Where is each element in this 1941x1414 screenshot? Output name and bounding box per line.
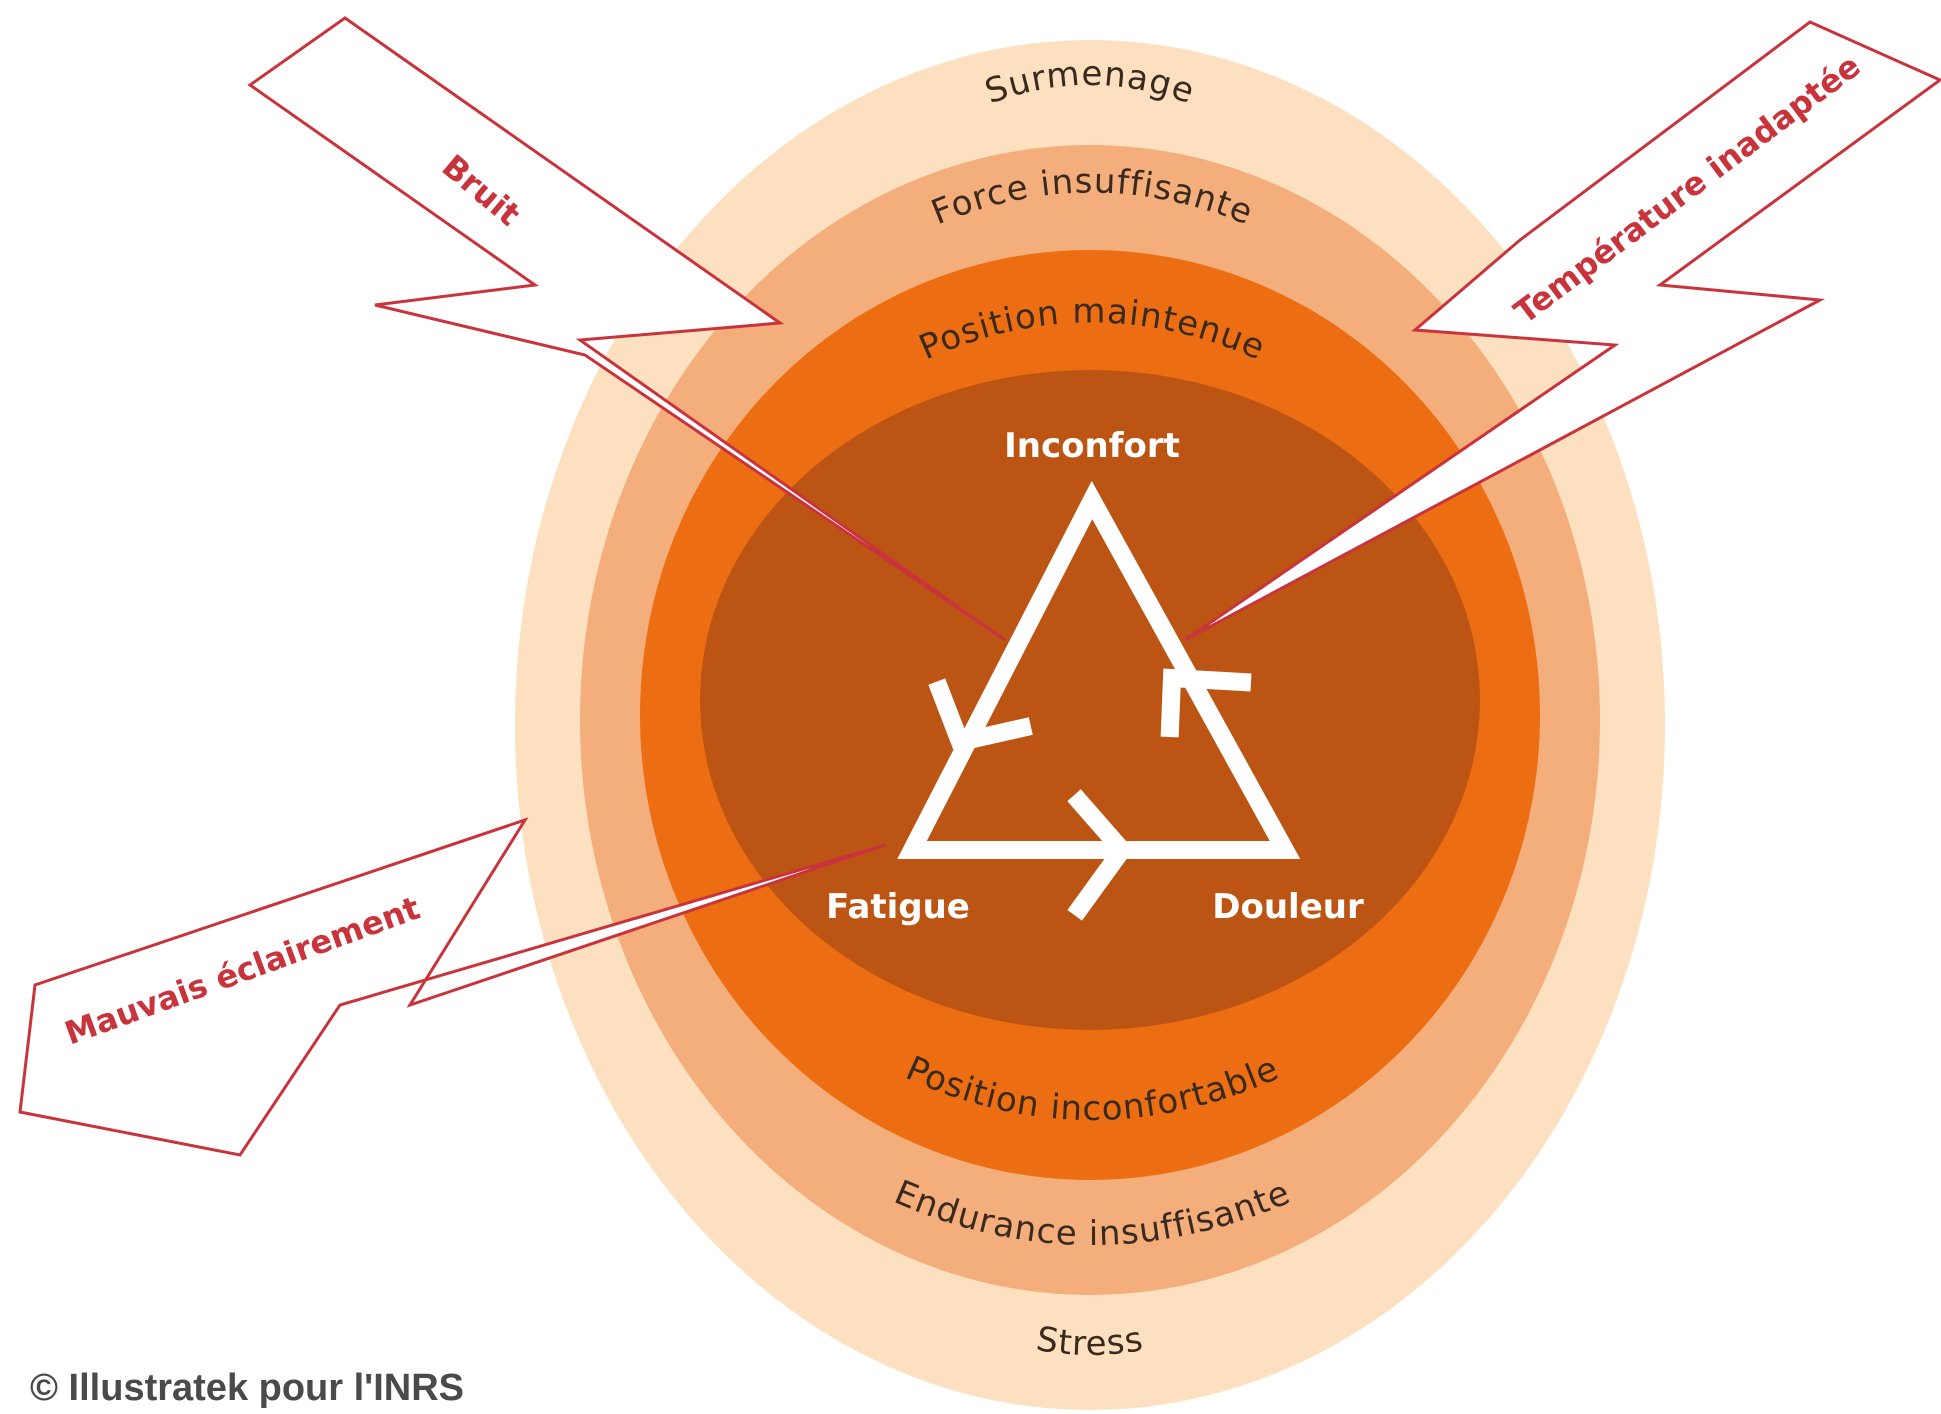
credit-text: © Illustratek pour l'INRS xyxy=(30,1367,464,1409)
arrow-left-edge xyxy=(928,678,1033,753)
cycle-label-douleur: Douleur xyxy=(1212,887,1364,927)
bolt-lighting: Mauvais éclairement xyxy=(18,817,886,1157)
arrow-right-edge xyxy=(1160,668,1252,738)
cycle-label-fatigue: Fatigue xyxy=(826,887,970,927)
cycle-label-inconfort: Inconfort xyxy=(1004,426,1180,466)
bolt-noise: Bruit xyxy=(247,16,1006,642)
ring-label-stress: Stress xyxy=(1034,1319,1147,1364)
cycle-triangle xyxy=(897,480,1301,921)
core-ellipse xyxy=(700,370,1480,1030)
arrow-bottom-edge xyxy=(1067,789,1134,921)
